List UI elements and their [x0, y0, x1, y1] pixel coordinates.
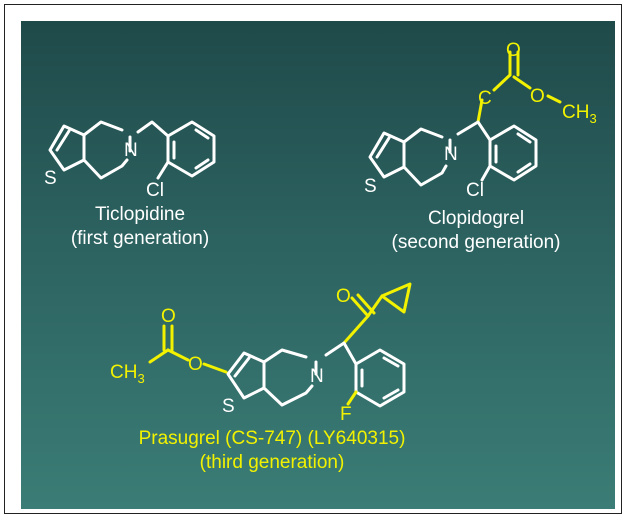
clopidogrel-cl-atom: Cl: [466, 180, 484, 201]
clopidogrel-s-atom: S: [364, 176, 377, 197]
clopidogrel-structure: S N Cl C O O CH3: [364, 40, 597, 201]
prasugrel-o-acetyl-carbonyl: O: [161, 306, 176, 327]
prasugrel-structure: CH3 O O S N O F: [110, 282, 412, 425]
prasugrel-n-atom: N: [310, 366, 324, 387]
clopidogrel-generation: (second generation): [392, 232, 561, 253]
clopidogrel-methyl: CH3: [562, 102, 597, 126]
ticlopidine-structure: S N Cl: [44, 120, 216, 201]
prasugrel-s-atom: S: [222, 396, 235, 417]
prasugrel-f-atom: F: [340, 404, 352, 425]
clopidogrel-o-carbonyl: O: [506, 40, 521, 61]
ticlopidine-generation: (first generation): [71, 228, 209, 249]
clopidogrel-o-ester: O: [530, 86, 545, 107]
ticlopidine-n-atom: N: [124, 140, 138, 161]
prasugrel-o-ketone: O: [336, 286, 351, 307]
clopidogrel-name: Clopidogrel: [428, 208, 524, 229]
clopidogrel-n-atom: N: [444, 144, 458, 165]
ticlopidine-name: Ticlopidine: [95, 204, 185, 225]
prasugrel-generation: (third generation): [200, 452, 345, 473]
prasugrel-name: Prasugrel (CS-747) (LY640315): [139, 428, 406, 449]
prasugrel-methyl: CH3: [110, 362, 145, 386]
figure-panel: [21, 21, 615, 509]
ticlopidine-cl-atom: Cl: [146, 180, 164, 201]
figure-frame: [4, 4, 622, 514]
clopidogrel-c-atom: C: [478, 88, 492, 109]
prasugrel-o-ester: O: [188, 354, 203, 375]
ticlopidine-s-atom: S: [44, 168, 57, 189]
